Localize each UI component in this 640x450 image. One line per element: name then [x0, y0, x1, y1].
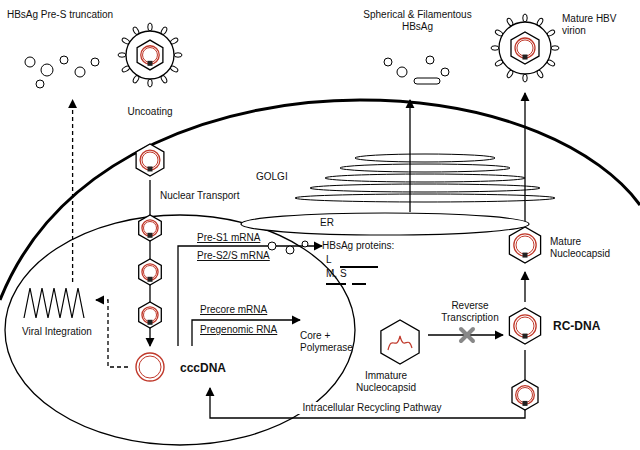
- flow-arrow: [524, 272, 525, 302]
- golgi-stack: [250, 148, 560, 206]
- nucleocapsid: [139, 215, 162, 241]
- node-text: Uncoating: [115, 106, 185, 118]
- rcdna-capsid: RC-DNA: [503, 302, 618, 350]
- node-text: Immature Nucleocapsid: [344, 370, 428, 394]
- nucleocapsid: [139, 302, 162, 328]
- flow-arrow: [210, 350, 525, 418]
- node-text: GOLGI: [256, 171, 296, 183]
- golgi-band: GOLGI: [250, 148, 560, 206]
- uncoating-capsid: Uncoating: [115, 106, 185, 180]
- edge-label: Nuclear Transport: [158, 190, 241, 202]
- flow-arrow: [96, 300, 128, 367]
- nucleocapsid: [509, 308, 540, 344]
- blocked-mark: [461, 329, 473, 341]
- flow-arrow: [192, 320, 300, 346]
- transcript-label: Pre-S2/S mRNA: [195, 250, 272, 262]
- integration-node: Viral Integration: [18, 282, 96, 354]
- protein-bar: [340, 266, 378, 268]
- protein-group: HBsAg proteins: L M, S: [322, 240, 437, 290]
- flow-arrow: [524, 93, 525, 222]
- nucleocapsid: [136, 144, 164, 176]
- virion-node: Mature HBV virion: [488, 5, 635, 93]
- truncated-hbsag: HBsAg Pre-S truncation: [5, 5, 115, 100]
- node-text: L: [326, 254, 346, 266]
- node-text: Mature Nucleocapsid: [550, 236, 633, 260]
- node-text: Mature HBV virion: [562, 13, 634, 37]
- node-text: HBsAg Pre-S truncation: [5, 9, 115, 21]
- node-text: Core + Polymerase: [300, 330, 362, 354]
- nucleocapsid: [509, 227, 540, 263]
- hbv-virion: [118, 23, 182, 87]
- er-band: ER: [240, 212, 530, 236]
- er-outline: [240, 212, 530, 236]
- flow-arrow: [72, 100, 73, 282]
- node-text: cccDNA: [180, 361, 240, 375]
- cccdna-circle: [136, 353, 164, 381]
- node-text: RC-DNA: [553, 319, 617, 333]
- cccdna-node: cccDNA: [128, 346, 240, 388]
- mature-nucleocapsid: Mature Nucleocapsid: [503, 222, 633, 272]
- transcript-label: Pregenomic RNA: [198, 324, 279, 336]
- transcript-label: Precore mRNA: [198, 304, 269, 316]
- nucleocapsid: [139, 259, 162, 285]
- immature-capsid: [381, 320, 419, 364]
- node-text: Viral Integration: [18, 326, 96, 338]
- hbsag-particles: Spherical & Filamentous HBsAg: [360, 5, 475, 100]
- edge-label: Reverse Transcription: [436, 300, 504, 324]
- integrated-dna: [24, 288, 84, 318]
- edge-label: Intracellular Recycling Pathway: [290, 402, 454, 414]
- transcript-label: Pre-S1 mRNA: [195, 232, 262, 244]
- node-text: M, S: [326, 268, 366, 280]
- node-text: Spherical & Filamentous HBsAg: [360, 9, 475, 33]
- hbv-virion: [491, 14, 559, 82]
- cell-membrane: [0, 100, 640, 300]
- node-text: ER: [320, 217, 350, 229]
- immature-nucleocapsid: Core + PolymeraseImmature Nucleocapsid: [300, 314, 428, 402]
- flow-arrow: [409, 100, 410, 212]
- nucleocapsid: [512, 380, 538, 410]
- protein-bar: [352, 283, 366, 285]
- protein-bar: [326, 283, 346, 285]
- node-text: HBsAg proteins:: [322, 240, 437, 252]
